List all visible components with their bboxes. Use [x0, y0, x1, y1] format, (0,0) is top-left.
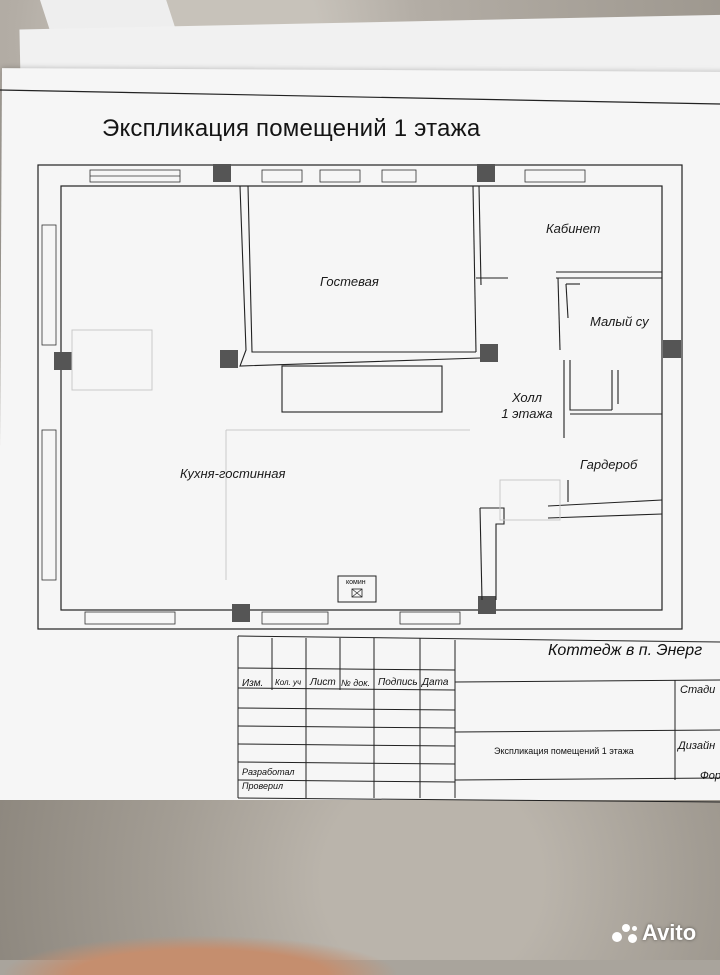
sheet-border-top	[0, 89, 720, 105]
column-doc-number: № док.	[341, 678, 370, 688]
room-label-small-bathroom: Малый су	[590, 314, 649, 329]
room-label-hall: Холл 1 этажа	[500, 390, 554, 422]
windows	[41, 169, 586, 625]
room-label-wardrobe: Гардероб	[580, 457, 638, 472]
project-name: Коттедж в п. Энерг	[548, 642, 703, 659]
column-date: Дата	[422, 677, 449, 688]
avito-logo-icon	[612, 922, 638, 944]
interior-walls	[239, 185, 663, 601]
column-sheet: Лист	[310, 677, 336, 688]
exterior-walls	[37, 164, 683, 630]
room-label-kitchen-living: Кухня-гостинная	[180, 466, 286, 481]
drawing-title: Экспликация помещений 1 этажа	[102, 115, 481, 142]
avito-text: Avito	[642, 920, 697, 945]
avito-watermark: Avito	[612, 920, 696, 946]
row-checked: Проверил	[242, 781, 284, 791]
hall-label-line1: Холл	[512, 390, 542, 405]
carpet-background-bottom	[0, 800, 720, 960]
room-label-office: Кабинет	[546, 221, 601, 236]
title-block-grid	[237, 635, 720, 803]
column-signature: Подпись	[378, 677, 418, 688]
hall-label-line2: 1 этажа	[501, 406, 553, 421]
stage-cell: Стади	[680, 684, 716, 696]
format-cell: Фор	[700, 770, 720, 782]
fireplace-label: комин	[346, 579, 366, 586]
row-developed: Разработал	[242, 767, 295, 777]
bleed-through	[71, 329, 561, 580]
finger	[0, 935, 400, 975]
column-qty: Кол. уч	[275, 678, 302, 687]
sheet-name: Экспликация помещений 1 этажа	[494, 746, 634, 756]
column-change: Изм.	[242, 678, 264, 689]
room-label-guest: Гостевая	[320, 274, 379, 289]
columns	[54, 164, 681, 622]
design-cell: Дизайн	[678, 740, 716, 752]
